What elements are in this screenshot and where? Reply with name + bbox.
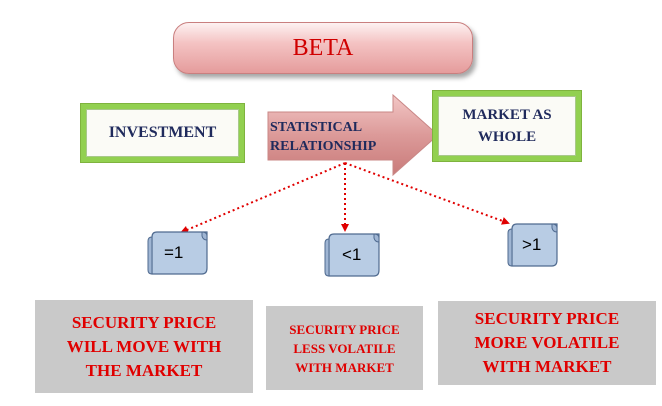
outcome-equal-line1: SECURITY PRICE <box>71 312 217 332</box>
outcome-less-line3: WITH MARKET <box>295 359 394 375</box>
title-banner: BETA <box>173 22 473 74</box>
outcome-box-equal: SECURITY PRICE WILL MOVE WITH THE MARKET <box>35 300 253 393</box>
investment-label: INVESTMENT <box>108 124 217 141</box>
market-label-line2: WHOLE <box>477 129 537 145</box>
page-title: BETA <box>292 34 354 61</box>
beta-scroll-less <box>324 233 380 277</box>
outcome-greater-line2: MORE VOLATILE <box>474 333 620 352</box>
outcome-equal-line3: THE MARKET <box>85 360 203 380</box>
dotted-arrow-right <box>344 162 510 225</box>
outcome-less-line2: LESS VOLATILE <box>293 340 396 356</box>
relationship-label: STATISTICAL RELATIONSHIP <box>270 118 400 156</box>
relationship-label-line2: RELATIONSHIP <box>270 139 377 154</box>
market-label-line1: MARKET AS <box>462 107 552 123</box>
relationship-label-line1: STATISTICAL <box>270 120 363 135</box>
outcome-greater-line1: SECURITY PRICE <box>474 309 620 328</box>
outcome-box-less: SECURITY PRICE LESS VOLATILE WITH MARKET <box>266 306 423 390</box>
beta-scroll-greater <box>507 223 558 267</box>
dotted-arrow-left <box>180 162 346 234</box>
outcome-box-greater: SECURITY PRICE MORE VOLATILE WITH MARKET <box>438 301 656 385</box>
beta-value-greater: >1 <box>522 235 542 254</box>
outcome-greater-line3: WITH MARKET <box>482 357 612 376</box>
investment-box: INVESTMENT <box>80 103 245 163</box>
outcome-less-line1: SECURITY PRICE <box>289 321 400 337</box>
relationship-arrow <box>267 93 439 177</box>
beta-value-equal: =1 <box>164 243 184 262</box>
beta-scroll-equal <box>147 231 208 275</box>
outcome-equal-line2: WILL MOVE WITH <box>66 336 222 356</box>
market-box: MARKET AS WHOLE <box>432 90 582 162</box>
beta-value-less: <1 <box>342 245 362 264</box>
